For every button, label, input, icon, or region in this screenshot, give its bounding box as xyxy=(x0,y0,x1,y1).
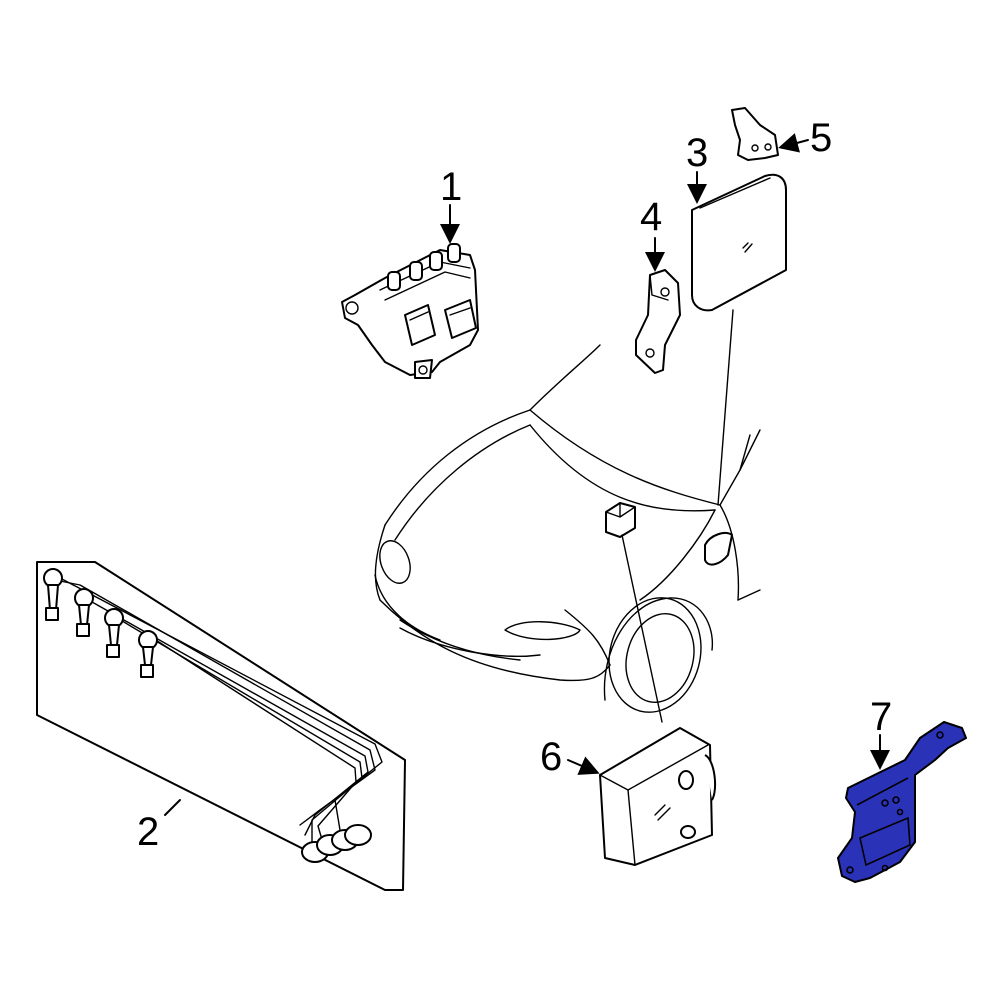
part-2-wire-set xyxy=(36,561,406,891)
part-4-bracket xyxy=(635,237,681,374)
part-1-relay-block xyxy=(341,204,479,379)
car-outline xyxy=(374,309,761,723)
callout-3: 3 xyxy=(686,131,708,175)
part-6-ecu xyxy=(567,727,717,866)
part-7-mounting-bracket xyxy=(837,721,967,883)
part-5-small-bracket xyxy=(731,107,809,161)
part-3-control-module xyxy=(687,171,787,312)
callout-2: 2 xyxy=(137,810,159,854)
callout-7: 7 xyxy=(870,695,892,739)
callout-1: 1 xyxy=(440,165,462,209)
callout-6: 6 xyxy=(540,735,562,779)
callout-4: 4 xyxy=(640,195,662,239)
callout-5: 5 xyxy=(810,116,832,160)
